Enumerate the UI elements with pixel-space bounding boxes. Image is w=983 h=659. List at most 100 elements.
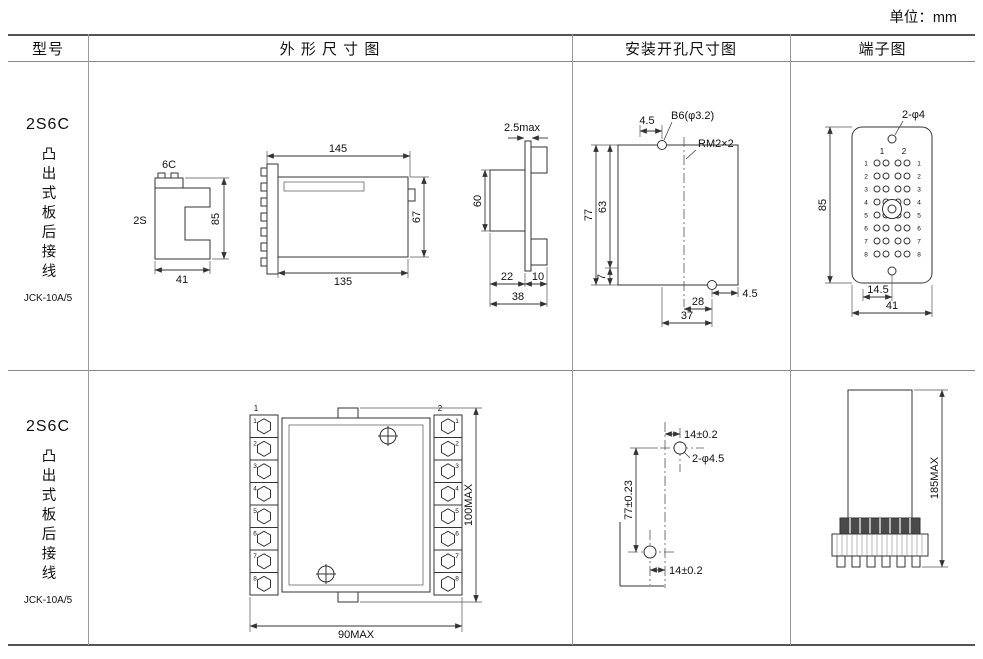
row1-outline-drawing: 6C 2S 85 41 145 <box>133 122 548 307</box>
mounting-flange <box>266 163 279 275</box>
terminal-number-right: 1 <box>917 161 921 168</box>
terminal-circle <box>903 237 911 245</box>
socket-pin <box>866 555 876 568</box>
terminal-block-top <box>530 146 548 174</box>
terminal-cell-number: 5 <box>455 508 459 515</box>
thread-spec-label: RM2×2 <box>698 138 734 150</box>
terminal-number-right: 5 <box>917 213 921 220</box>
terminal-cell <box>249 572 279 596</box>
socket-pin <box>851 555 861 568</box>
fixing-hole-top <box>887 134 897 144</box>
side-tab <box>407 188 416 202</box>
terminal-number-right: 6 <box>917 226 921 233</box>
terminal-number-left: 4 <box>864 200 868 207</box>
socket-pins-group <box>836 555 921 568</box>
terminal-screw <box>257 440 271 457</box>
socket-pin <box>881 555 891 568</box>
fixing-hole-bottom <box>887 266 897 276</box>
terminal-screw <box>441 440 455 457</box>
terminal-col2-label: 2 <box>902 147 907 156</box>
table-border-top <box>8 34 975 36</box>
terminal-circle <box>894 250 902 258</box>
socket-hatch-group <box>836 534 923 556</box>
terminal-circle <box>873 211 881 219</box>
terminal-screw <box>257 418 271 435</box>
mounting-hole-bottom <box>643 545 657 559</box>
front-tab <box>154 177 184 189</box>
socket-base <box>831 533 929 557</box>
dim-install-h1: 77 <box>583 209 595 221</box>
dim-profile-left: 60 <box>472 195 484 207</box>
terminal-cell-number: 5 <box>253 508 257 515</box>
terminal-screw <box>257 530 271 547</box>
terminal-number-left: 6 <box>864 226 868 233</box>
terminal-circle <box>882 224 890 232</box>
panel-plate <box>524 140 532 272</box>
strip-number-left: 1 <box>254 404 259 413</box>
terminal-circle <box>873 172 881 180</box>
flange-tooth <box>260 197 268 207</box>
table-header-divider <box>8 61 975 62</box>
hole-spec-label: 2-φ4 <box>902 109 925 121</box>
dim-panel-thickness: 2.5max <box>504 122 541 134</box>
terminal-cell-number: 1 <box>253 418 257 425</box>
relay-body-side <box>277 176 409 258</box>
front-bump <box>170 172 179 179</box>
terminal-number-left: 3 <box>864 187 868 194</box>
header-terminal: 端子图 <box>790 35 975 61</box>
dim-install-h2: 63 <box>597 201 609 213</box>
terminal-circle <box>882 185 890 193</box>
terminal-circle <box>882 250 890 258</box>
front-left-label: 2S <box>133 215 146 227</box>
dim-install-right: 4.5 <box>742 288 757 300</box>
cutout-outline <box>617 144 739 286</box>
flange-tooth <box>260 242 268 252</box>
table-border-bottom <box>8 644 975 646</box>
terminal-circle <box>903 250 911 258</box>
terminal-screw <box>441 553 455 570</box>
center-boss <box>882 199 902 219</box>
terminal-number-left: 1 <box>864 161 868 168</box>
flange-teeth-group <box>260 167 268 267</box>
terminal-circle <box>894 185 902 193</box>
table-column-divider-1 <box>88 34 89 645</box>
terminal-cell-number: 2 <box>253 441 257 448</box>
terminal-screw <box>441 575 455 592</box>
row1-model-cell: 2S6C 凸出式板后接线 JCK-10A/5 <box>8 61 88 369</box>
header-model: 型号 <box>8 35 88 61</box>
dim-install2-left: 77±0.23 <box>623 480 635 520</box>
terminal-screw <box>257 463 271 480</box>
model-code: JCK-10A/5 <box>23 292 73 304</box>
terminal-cell-number: 4 <box>253 486 257 493</box>
terminal-circle <box>873 159 881 167</box>
terminal-screw <box>441 508 455 525</box>
terminal-circle <box>903 159 911 167</box>
header-outline: 外 形 尺 寸 图 <box>88 35 572 61</box>
terminal-number-right: 2 <box>917 174 921 181</box>
front-bump <box>157 172 166 179</box>
dim-side-bottom: 135 <box>334 276 352 288</box>
terminal-circle <box>903 172 911 180</box>
terminal-number-left: 7 <box>864 239 868 246</box>
terminal-screw <box>441 485 455 502</box>
terminal-circle <box>873 224 881 232</box>
dim-front-height: 85 <box>210 213 222 225</box>
terminal-number-right: 7 <box>917 239 921 246</box>
terminal-cell-number: 8 <box>455 576 459 583</box>
dim-terminal-w1: 14.5 <box>867 284 888 296</box>
terminal-cell-number: 6 <box>253 531 257 538</box>
table-row-divider <box>8 370 975 371</box>
dim-install-w2: 37 <box>681 310 693 322</box>
terminal-circle <box>894 172 902 180</box>
flange-tooth <box>260 212 268 222</box>
terminal-circle <box>882 172 890 180</box>
model-code: JCK-10A/5 <box>23 594 73 606</box>
dim-install-h3: 7 <box>596 274 608 280</box>
hole-spec-label: B6(φ3.2) <box>671 110 714 122</box>
dim-install-top: 4.5 <box>639 115 654 127</box>
terminal-circle <box>903 198 911 206</box>
mounting-hole-top <box>673 441 687 455</box>
dim-terminal-height: 85 <box>817 199 829 211</box>
table-column-divider-3 <box>790 34 791 645</box>
